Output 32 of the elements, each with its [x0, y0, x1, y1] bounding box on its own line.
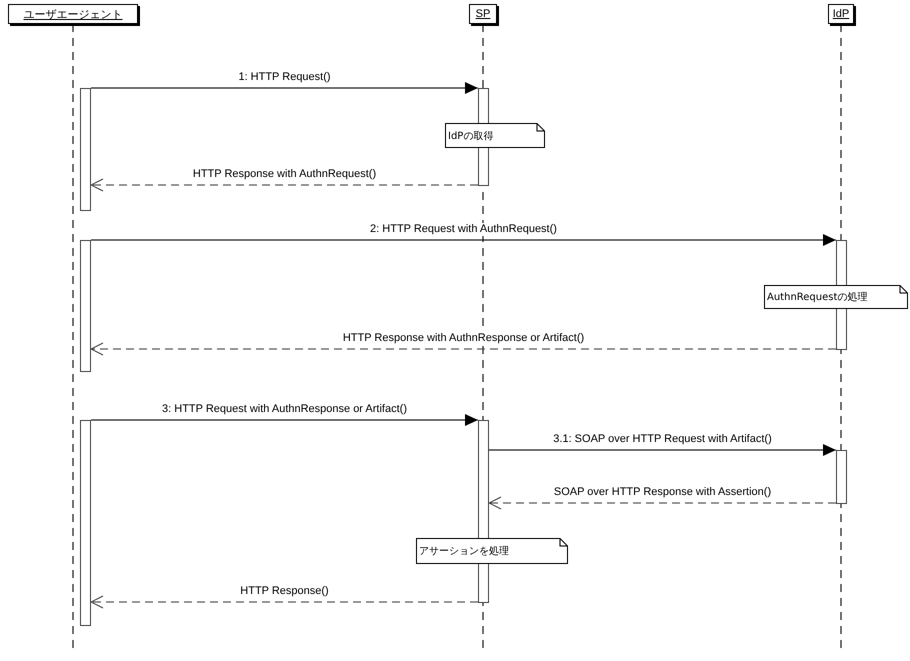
note-box	[764, 285, 908, 309]
return-message-arrow	[488, 496, 836, 510]
participant-box	[828, 4, 854, 24]
edge-label: SOAP over HTTP Response with Assertion()	[552, 486, 772, 499]
return-message-arrow	[90, 178, 478, 192]
edge-label: 3.1: SOAP over HTTP Request with Artifact()	[552, 433, 773, 446]
activation-bar	[836, 450, 847, 504]
note-text: AuthnRequestの処理	[767, 291, 868, 304]
participant-name: SP	[476, 8, 490, 20]
participant-box	[8, 4, 138, 24]
participant-box	[469, 4, 497, 24]
edge-label: HTTP Response()	[239, 585, 330, 598]
participant-name: IdP	[832, 8, 850, 20]
participant-name: ユーザエージェント	[24, 8, 122, 22]
message-arrow	[90, 82, 478, 94]
activation-bar	[80, 240, 91, 372]
note-text: アサーションを処理	[419, 545, 509, 558]
edge-label: 1: HTTP Request()	[237, 71, 332, 84]
return-message-arrow	[90, 596, 478, 608]
edge-label: HTTP Response with AuthnRequest()	[192, 168, 378, 181]
edge-label: 3: HTTP Request with AuthnResponse or Artifact()	[161, 403, 408, 416]
message-arrow	[90, 234, 836, 246]
note-box	[416, 538, 568, 564]
message-arrow	[488, 444, 836, 456]
return-message-arrow	[90, 342, 836, 356]
activation-bar	[80, 88, 91, 211]
edge-label: HTTP Response with AuthnResponse or Artifact()	[342, 332, 586, 345]
note-box	[445, 123, 545, 148]
activation-bar	[80, 420, 91, 626]
note-text: IdPの取得	[448, 130, 494, 142]
edge-label: 2: HTTP Request with AuthnRequest()	[369, 223, 558, 236]
message-arrow	[90, 414, 478, 426]
